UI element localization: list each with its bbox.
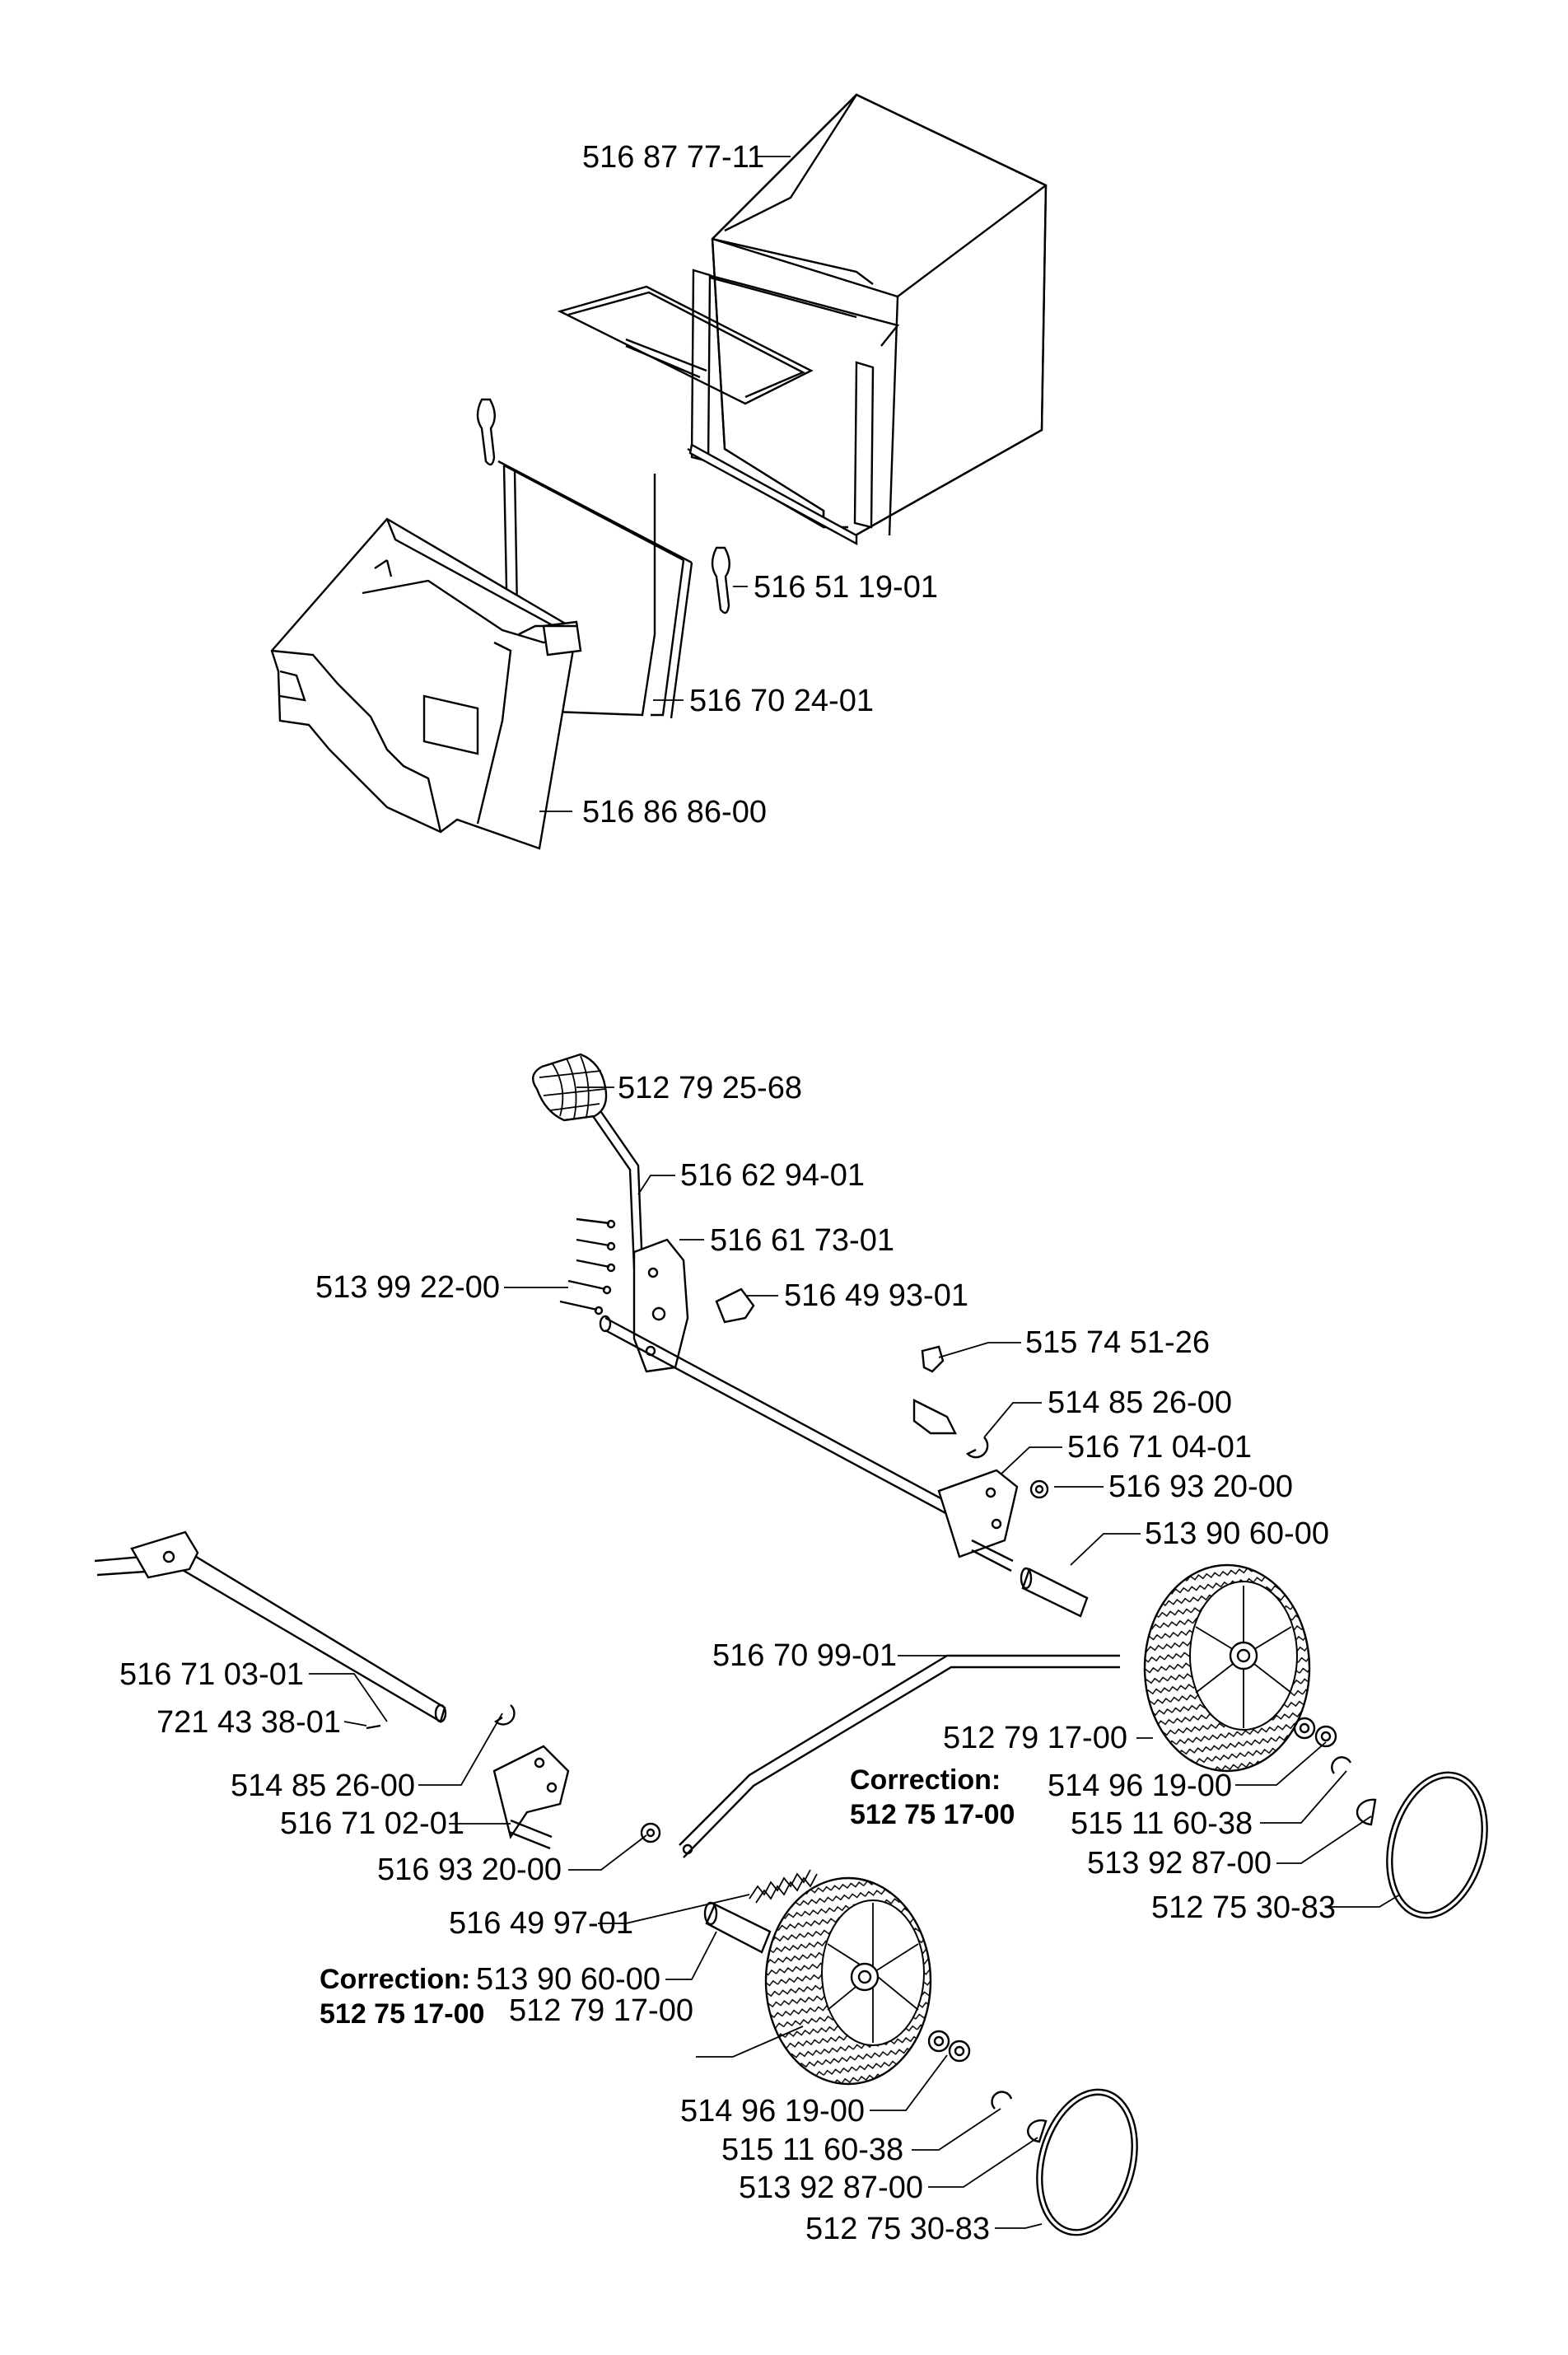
part-label-hubcap-left: 512 75 30-83: [805, 2212, 990, 2246]
correction-value-left: 512 75 17-00: [320, 1998, 484, 2030]
part-label-spring-clip: 516 49 93-01: [784, 1278, 968, 1313]
tension-spring: [749, 1869, 818, 1904]
wheel-right: [1143, 1563, 1311, 1773]
part-label-spring: 516 49 97-01: [449, 1906, 633, 1941]
part-label-frame: 516 70 24-01: [689, 684, 874, 718]
circlip-left: [991, 2091, 1013, 2110]
wheel-leaders: [309, 1086, 1401, 2229]
bag-frame-rails: [687, 237, 900, 546]
spring-clip: [715, 1287, 755, 1324]
lever-bracket: [632, 1238, 689, 1373]
part-label-cover: 516 86 86-00: [582, 795, 767, 829]
part-label-grip: 512 79 25-68: [618, 1071, 802, 1105]
cap-small-left: [1027, 2119, 1048, 2143]
part-label-washer-right: 516 93 20-00: [1108, 1470, 1293, 1504]
part-label-washers-left: 514 96 19-00: [680, 2094, 865, 2128]
handle-grip: [532, 1053, 608, 1122]
part-label-knob: 515 74 51-26: [1025, 1325, 1210, 1360]
part-label-clip-left: 514 85 26-00: [231, 1769, 415, 1803]
correction-title-left: Correction:: [320, 1964, 470, 1995]
clip-icon: [476, 398, 730, 614]
main-axle: [599, 1315, 989, 1535]
rear-cover: [270, 517, 582, 850]
part-label-washers-right: 514 96 19-00: [1048, 1769, 1232, 1803]
axle-left-assembly: [94, 1530, 447, 1723]
wheel-left: [764, 1876, 932, 2086]
part-label-bag: 516 87 77-11: [582, 140, 764, 175]
adjuster-knob: [912, 1345, 957, 1435]
pin: [366, 1724, 381, 1730]
part-label-link-rod: 516 70 99-01: [712, 1638, 897, 1673]
part-label-hubcap-right: 512 75 30-83: [1151, 1890, 1336, 1925]
part-label-axle-left-short: 513 90 60-00: [476, 1962, 660, 1997]
part-label-clip-right: 514 85 26-00: [1048, 1385, 1232, 1420]
wheel-axle-right: [1020, 1567, 1089, 1618]
axle-plate-left: [492, 1745, 570, 1850]
part-label-plate-right: 516 71 04-01: [1067, 1430, 1252, 1465]
wheel-axle-left: [703, 1901, 772, 1954]
washers-left: [927, 2030, 971, 2063]
part-label-circlip-right: 515 11 60-38: [1071, 1806, 1253, 1841]
part-label-axle-right: 513 90 60-00: [1145, 1516, 1329, 1551]
part-label-pin: 721 43 38-01: [156, 1705, 341, 1740]
part-label-cap-small-right: 513 92 87-00: [1087, 1846, 1272, 1881]
height-lever: [592, 1111, 644, 1269]
cap-small-right: [1356, 1798, 1377, 1826]
part-label-plate-left: 516 71 02-01: [280, 1806, 464, 1841]
axle-plate-right: [937, 1469, 1019, 1572]
part-label-circlip-left: 515 11 60-38: [721, 2133, 903, 2167]
washer-right: [1029, 1479, 1049, 1499]
part-label-axle-left: 516 71 03-01: [119, 1657, 304, 1692]
link-rod: [679, 1654, 1120, 1858]
circlip-right: [1331, 1756, 1352, 1774]
part-label-clip: 516 51 19-01: [754, 570, 938, 605]
correction-value-right: 512 75 17-00: [850, 1799, 1015, 1830]
e-clip-left: [494, 1704, 516, 1726]
correction-title-right: Correction:: [850, 1764, 1001, 1796]
part-label-washer-left: 516 93 20-00: [377, 1853, 562, 1887]
part-label-wheel-right: 512 79 17-00: [943, 1721, 1127, 1755]
part-label-lever: 516 62 94-01: [680, 1158, 865, 1193]
catcher-leaders: [539, 156, 791, 812]
e-clip-right: [965, 1437, 989, 1459]
part-label-wheel-left: 512 79 17-00: [509, 1993, 693, 2028]
hubcap-right: [1386, 1771, 1488, 1919]
washer-left: [640, 1822, 661, 1843]
part-label-screws: 513 99 22-00: [315, 1270, 500, 1305]
part-label-bracket: 516 61 73-01: [710, 1223, 894, 1258]
washers-right: [1293, 1717, 1337, 1748]
part-label-cap-small-left: 513 92 87-00: [739, 2170, 923, 2205]
screws: [559, 1217, 616, 1315]
hubcap-left: [1036, 2088, 1138, 2236]
